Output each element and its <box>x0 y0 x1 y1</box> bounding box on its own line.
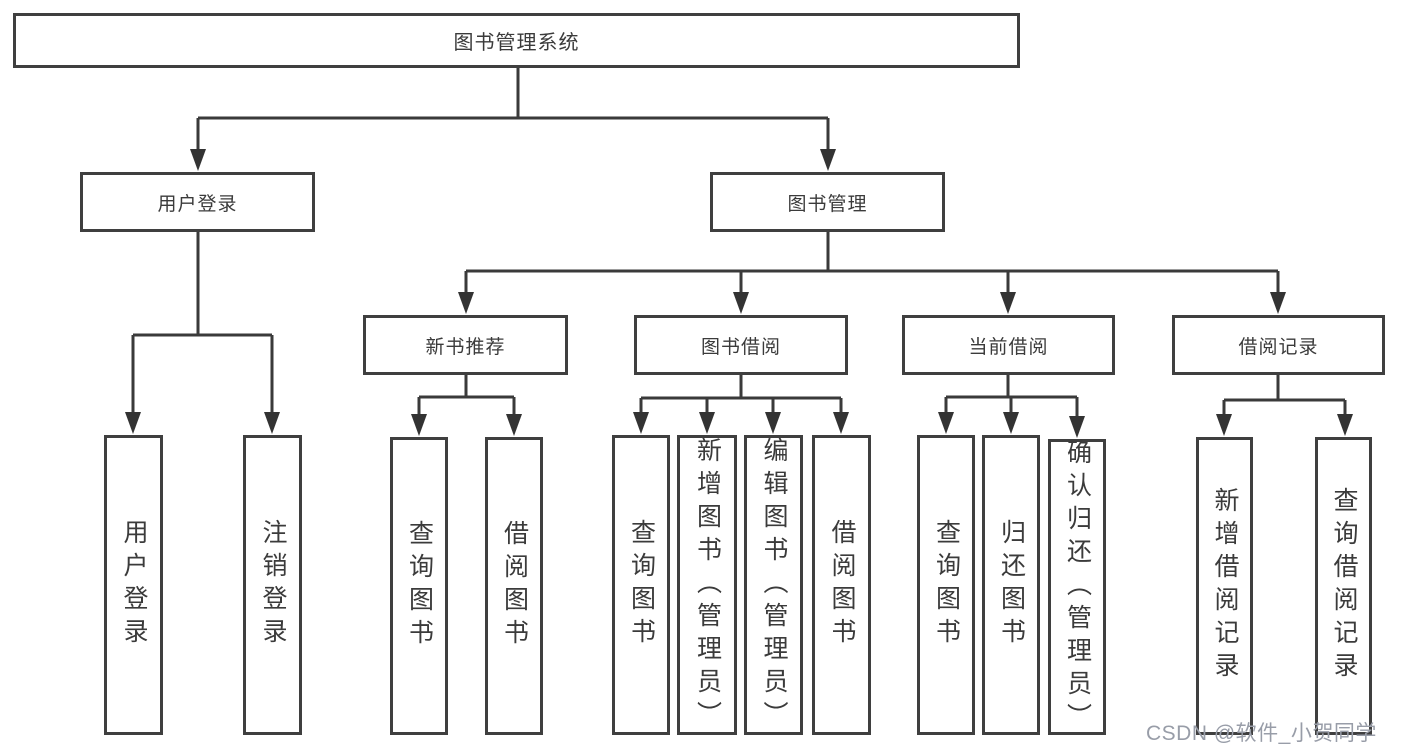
arrowheads <box>125 149 1353 438</box>
leaf-user-login: 用户登录 <box>104 435 163 735</box>
node-label: 查询借阅记录 <box>1330 487 1358 685</box>
leaf-logout: 注销登录 <box>243 435 302 735</box>
node-label: 图书管理系统 <box>453 32 580 54</box>
node-root-system: 图书管理系统 <box>13 13 1020 68</box>
node-label: 借阅记录 <box>1238 336 1319 358</box>
edge-newbook-to-leaves <box>417 375 516 415</box>
node-book-borrow: 图书借阅 <box>634 315 848 375</box>
leaf-newbook-borrow-books: 借阅图书 <box>485 437 543 735</box>
node-label: 查询图书 <box>627 519 656 651</box>
leaf-edit-books-admin: 编辑图书（管理员） <box>744 435 803 735</box>
node-label: 新增借阅记录 <box>1211 487 1239 685</box>
node-label: 确认归还（管理员） <box>1063 438 1092 736</box>
leaf-borrow-books: 借阅图书 <box>812 435 871 735</box>
leaf-confirm-return-admin: 确认归还（管理员） <box>1048 438 1106 736</box>
node-label: 图书借阅 <box>700 336 781 358</box>
node-label: 归还图书 <box>997 519 1026 651</box>
node-current-borrow: 当前借阅 <box>902 315 1115 375</box>
edge-root-to-level2 <box>196 68 830 151</box>
node-label: 查询图书 <box>932 519 961 651</box>
leaf-newbook-query-books: 查询图书 <box>390 437 448 735</box>
edge-bookmgmt-to-level3 <box>464 232 1280 293</box>
node-label: 当前借阅 <box>968 336 1049 358</box>
edge-userlogin-to-leaves <box>131 232 274 413</box>
node-label: 编辑图书（管理员） <box>760 436 788 734</box>
edge-bookborrow-to-leaves <box>639 375 843 412</box>
node-label: 查询图书 <box>405 520 434 652</box>
node-label: 注销登录 <box>259 519 287 651</box>
edge-currentborrow-to-leaves <box>944 375 1079 416</box>
edge-borrowrecord-to-leaves <box>1222 375 1347 415</box>
leaf-add-borrow-record: 新增借阅记录 <box>1196 437 1253 735</box>
node-borrow-record: 借阅记录 <box>1172 315 1385 375</box>
csdn-watermark: CSDN @软件_小贺同学 <box>1146 722 1377 745</box>
leaf-return-books: 归还图书 <box>982 435 1040 735</box>
node-label: 用户登录 <box>157 193 238 215</box>
node-user-login-branch: 用户登录 <box>80 172 315 232</box>
node-label: 借阅图书 <box>828 519 856 651</box>
node-label: 借阅图书 <box>500 520 529 652</box>
node-label: 图书管理 <box>787 193 868 215</box>
leaf-add-books-admin: 新增图书（管理员） <box>677 435 737 735</box>
leaf-query-borrow-record: 查询借阅记录 <box>1315 437 1372 735</box>
node-label: 新增图书（管理员） <box>693 436 722 734</box>
leaf-current-query-books: 查询图书 <box>917 435 975 735</box>
node-label: 新书推荐 <box>425 336 506 358</box>
node-book-management: 图书管理 <box>710 172 945 232</box>
leaf-borrow-query-books: 查询图书 <box>612 435 670 735</box>
node-label: 用户登录 <box>120 519 148 651</box>
node-new-book-recommend: 新书推荐 <box>363 315 568 375</box>
